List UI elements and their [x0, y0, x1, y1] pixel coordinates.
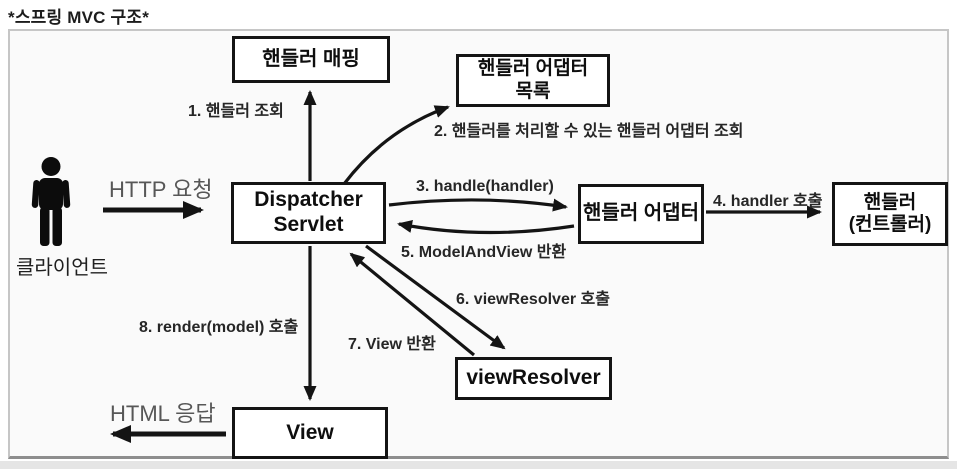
label-step4-handler-call: 4. handler 호출 — [713, 193, 823, 210]
box-handler-adapter-list: 핸들러 어댑터 목록 — [456, 54, 610, 107]
box-handler-mapping: 핸들러 매핑 — [232, 36, 390, 83]
label-step2-adapter-lookup: 2. 핸들러를 처리할 수 있는 핸들러 어댑터 조회 — [434, 123, 744, 140]
client-label: 클라이언트 — [16, 257, 108, 279]
label-step6-viewresolver-call: 6. viewResolver 호출 — [456, 291, 610, 308]
label-step5-modelandview-return: 5. ModelAndView 반환 — [401, 244, 567, 261]
arrow-step5-modelandview-return — [397, 220, 575, 235]
label-http-request: HTTP 요청 — [109, 177, 213, 202]
box-dispatcher-servlet: Dispatcher Servlet — [231, 182, 386, 244]
arrow-step3-handle — [388, 198, 568, 212]
box-view-resolver: viewResolver — [455, 357, 612, 400]
arrow-step6-viewresolver-call — [365, 244, 506, 350]
client-person-icon — [31, 157, 71, 246]
arrow-step7-view-return — [349, 252, 476, 357]
page-title: *스프링 MVC 구조* — [8, 8, 150, 27]
bottom-strip — [0, 461, 957, 469]
label-html-response: HTML 응답 — [110, 401, 216, 426]
label-step8-render-call: 8. render(model) 호출 — [139, 319, 299, 336]
box-view: View — [232, 407, 388, 459]
label-step1-handler-lookup: 1. 핸들러 조회 — [188, 103, 284, 120]
arrow-step2-adapter-lookup — [342, 105, 450, 185]
label-step3-handle: 3. handle(handler) — [416, 178, 554, 195]
label-step7-view-return: 7. View 반환 — [348, 336, 436, 353]
box-handler-controller: 핸들러 (컨트롤러) — [832, 182, 948, 246]
box-handler-adapter: 핸들러 어댑터 — [578, 184, 704, 244]
